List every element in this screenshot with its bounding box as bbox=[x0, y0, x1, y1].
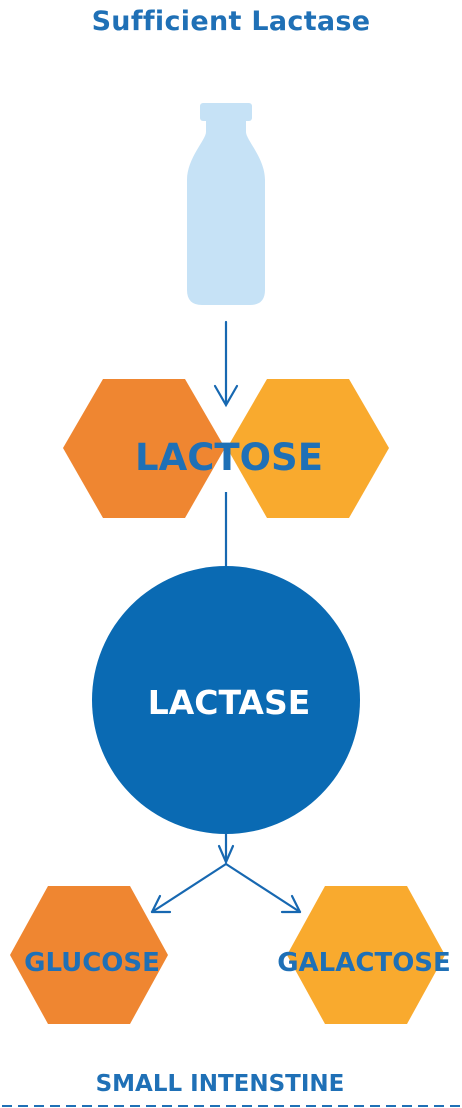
galactose-hexagon bbox=[287, 886, 445, 1024]
intake-arrow bbox=[213, 320, 239, 408]
lactase-circle bbox=[92, 566, 360, 834]
small-intestine-label: SMALL INTENSTINE bbox=[96, 1071, 345, 1097]
lactose-hexagon-right bbox=[227, 379, 389, 518]
glucose-label: GLUCOSE bbox=[24, 948, 160, 978]
lactase-enzyme: LACTASE bbox=[92, 566, 360, 834]
lactase-label: LACTASE bbox=[148, 683, 311, 722]
glucose-molecule: GLUCOSE bbox=[10, 886, 168, 1024]
milk-bottle-icon bbox=[187, 103, 265, 305]
lactose-molecule: LACTOSE bbox=[63, 379, 389, 518]
lactose-hexagon-left bbox=[63, 379, 225, 518]
lactose-label: LACTOSE bbox=[135, 436, 323, 479]
galactose-molecule: GALACTOSE bbox=[277, 886, 451, 1024]
glucose-hexagon bbox=[10, 886, 168, 1024]
split-arrows bbox=[150, 832, 302, 914]
diagram-title: Sufficient Lactase bbox=[91, 6, 371, 37]
galactose-label: GALACTOSE bbox=[277, 948, 451, 978]
